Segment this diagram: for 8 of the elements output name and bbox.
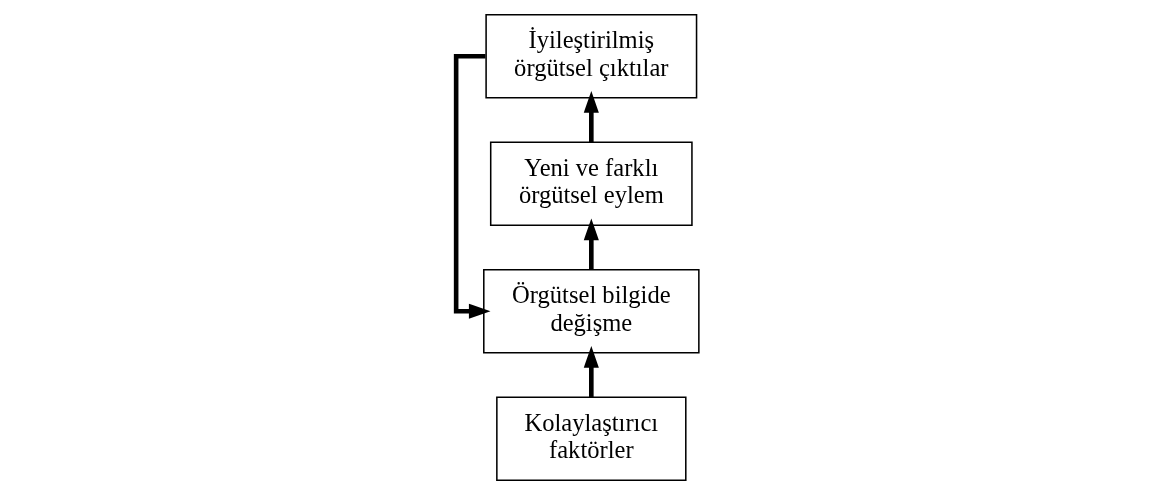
node-box: Örgütsel bilgide değişme [483,269,700,354]
arrow [583,218,599,270]
node-box: İyileştirilmiş örgütsel çıktılar [485,14,698,99]
arrow [453,53,491,319]
arrow [583,91,599,142]
node-box: Kolaylaştırıcı faktörler [496,396,687,481]
node-box: Yeni ve farklı örgütsel eylem [489,141,693,226]
arrow [583,346,599,397]
